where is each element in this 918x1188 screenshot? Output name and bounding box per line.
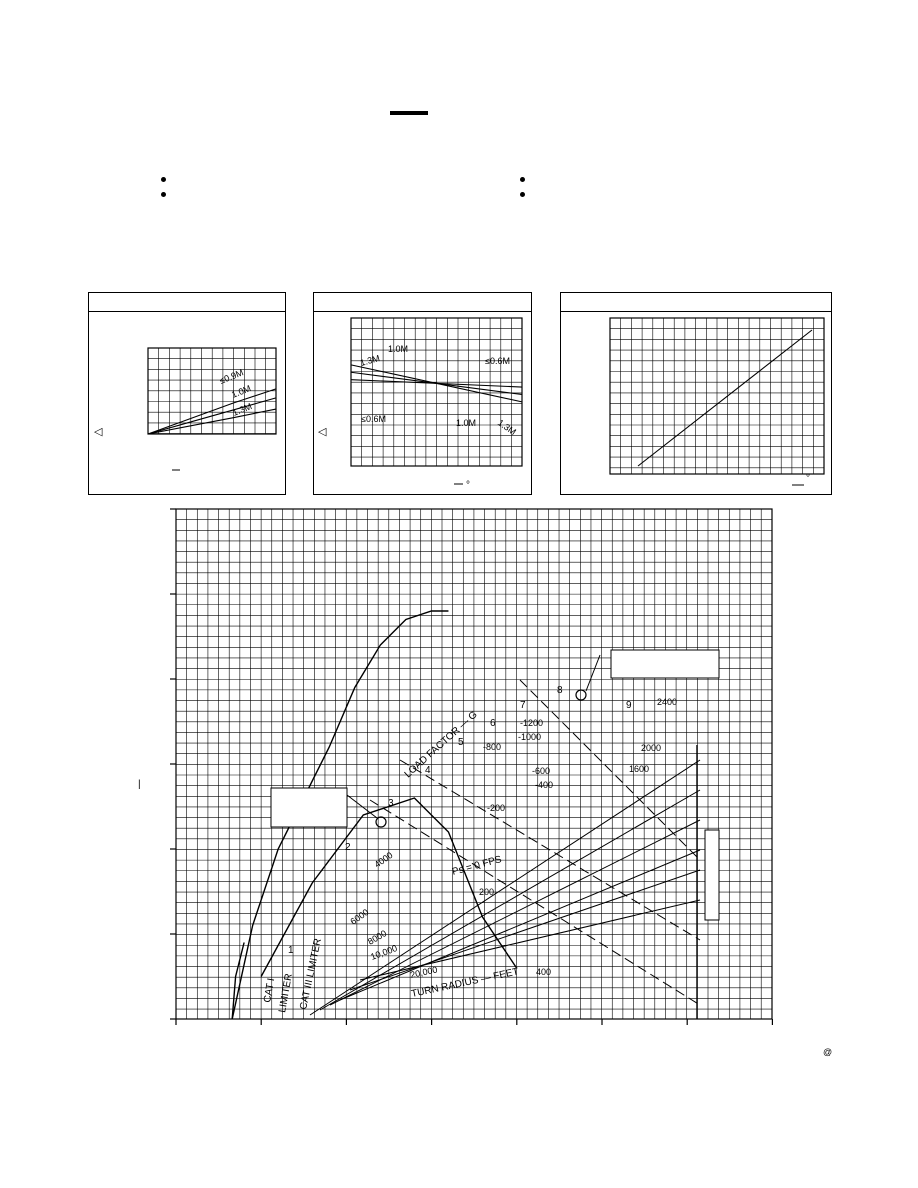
load-factor-value: 1 bbox=[288, 945, 294, 956]
panel-middle bbox=[313, 292, 532, 495]
y-tick-mark: | bbox=[138, 779, 141, 790]
turn-radius-value: 4000 bbox=[372, 850, 394, 870]
middle-curve-label: 1.0M bbox=[388, 344, 408, 354]
dashed-line bbox=[519, 679, 701, 861]
cat-label: CAT III LIMITER bbox=[298, 937, 324, 1010]
callout-box bbox=[704, 829, 720, 921]
ps-value: 2000 bbox=[641, 743, 661, 753]
ps-value: -800 bbox=[483, 742, 501, 752]
turn-radius-value: 10,000 bbox=[369, 943, 398, 962]
right-grid-frame bbox=[609, 317, 825, 475]
load-factor-value: 7 bbox=[520, 700, 526, 711]
callout-box bbox=[610, 649, 720, 679]
load-factor-value: 5 bbox=[458, 737, 464, 748]
left-series-line bbox=[147, 388, 277, 435]
dashed-line bbox=[369, 799, 701, 1006]
ps-value: 200 bbox=[479, 887, 494, 897]
middle-curve-label: 1.0M bbox=[456, 418, 476, 428]
load-factor-value: 6 bbox=[490, 718, 496, 729]
load-factor-value: 8 bbox=[557, 685, 563, 696]
turn-radius-value: 8000 bbox=[366, 928, 388, 947]
main-series-line bbox=[231, 942, 245, 1020]
bullet bbox=[161, 192, 166, 197]
degree-mark: ° bbox=[466, 480, 470, 491]
main-series-line bbox=[260, 797, 518, 977]
right-series-line bbox=[637, 329, 813, 467]
panel-left-header bbox=[89, 311, 285, 312]
bullet bbox=[520, 177, 525, 182]
ps-value: -200 bbox=[487, 803, 505, 813]
corner-symbol: @ bbox=[823, 1047, 833, 1057]
ps-value: -1200 bbox=[520, 718, 543, 728]
panel-left-chart: ≤0.9M1.0M1.3M bbox=[147, 347, 277, 471]
left-grid-frame bbox=[147, 347, 277, 435]
panel-right-chart bbox=[609, 317, 825, 486]
ps-value: -600 bbox=[532, 766, 550, 776]
load-factor-value: 2 bbox=[345, 842, 351, 853]
ps-value: -1000 bbox=[518, 732, 541, 742]
load-factor-value: 9 bbox=[626, 700, 632, 711]
turn-radius-line bbox=[329, 819, 701, 1006]
ps-value: 2400 bbox=[657, 697, 677, 707]
corner-point-circle bbox=[575, 689, 587, 701]
middle-curve-label: ≤0.6M bbox=[361, 414, 386, 424]
degree-mark: ° bbox=[806, 473, 810, 484]
panel-left bbox=[88, 292, 286, 495]
left-series-line bbox=[147, 408, 277, 435]
callout-leader bbox=[346, 794, 378, 819]
panel-middle-header bbox=[314, 311, 531, 312]
callout-box bbox=[270, 787, 348, 828]
turn-radius-line bbox=[339, 849, 701, 1001]
cat-label: LIMITER bbox=[277, 973, 295, 1014]
ps-value: -400 bbox=[535, 780, 553, 790]
turn-radius-line bbox=[359, 899, 701, 981]
load-factor-value: 4 bbox=[425, 765, 431, 776]
turn-radius-line bbox=[319, 789, 701, 1011]
middle-curve-label: ≤0.6M bbox=[485, 356, 510, 366]
load-factor-value: 3 bbox=[388, 798, 394, 809]
delta-icon: ◁ bbox=[318, 426, 327, 438]
header-bar bbox=[390, 111, 428, 115]
ps-value: 400 bbox=[536, 967, 551, 977]
turn-radius-line bbox=[349, 869, 701, 991]
delta-icon: ◁ bbox=[94, 426, 103, 438]
callout-leader bbox=[585, 654, 601, 692]
middle-series-line bbox=[350, 379, 523, 388]
turn-radius-line bbox=[309, 759, 701, 1016]
left-series-line bbox=[147, 397, 277, 435]
panel-right-header bbox=[561, 311, 831, 312]
load-factor-label: LOAD FACTOR — G bbox=[403, 709, 480, 780]
panel-right bbox=[560, 292, 832, 495]
middle-grid-frame bbox=[350, 317, 523, 467]
bullet bbox=[520, 192, 525, 197]
bullet bbox=[161, 177, 166, 182]
corner-point-circle bbox=[375, 816, 387, 828]
main-series-line bbox=[231, 610, 449, 1020]
cat-label: CAT I bbox=[262, 977, 277, 1003]
dashed-line bbox=[399, 759, 701, 941]
ps-value: 1600 bbox=[629, 764, 649, 774]
